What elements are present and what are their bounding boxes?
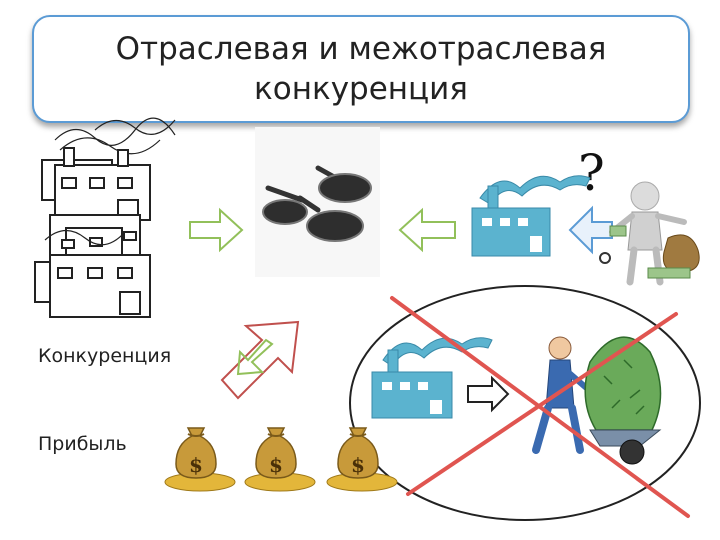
businessman-icon (609, 181, 700, 286)
slide-title: Отраслевая и межотраслевая конкуренция (115, 31, 607, 107)
factory-group-icon (34, 117, 176, 318)
title-box: Отраслевая и межотраслевая конкуренция (32, 15, 690, 123)
arrow-blue-left-icon (568, 205, 613, 255)
arrow-down-left-icon (236, 338, 274, 376)
red-cross-icon (390, 296, 690, 518)
dollar-sign-1: $ (189, 453, 203, 477)
arrow-right-icon (189, 207, 244, 253)
dollar-sign-2: $ (269, 453, 283, 477)
dollar-sign-3: $ (351, 453, 365, 477)
question-mark: ? (578, 144, 605, 202)
arrow-small-right-icon (467, 375, 510, 413)
money-bags-icon (164, 427, 398, 492)
arrow-left-icon (398, 207, 456, 253)
label-competition: Конкуренция (38, 345, 172, 367)
thought-bubble-icon (599, 252, 611, 264)
arrow-up-right-icon (220, 320, 300, 400)
frying-pans-icon (255, 127, 380, 277)
label-profit: Прибыль (38, 433, 127, 455)
factory-bottom-icon (371, 337, 493, 419)
wheelbarrow-money-icon (532, 336, 662, 465)
scenario-ellipse (349, 285, 701, 521)
factory-icon (471, 175, 591, 257)
